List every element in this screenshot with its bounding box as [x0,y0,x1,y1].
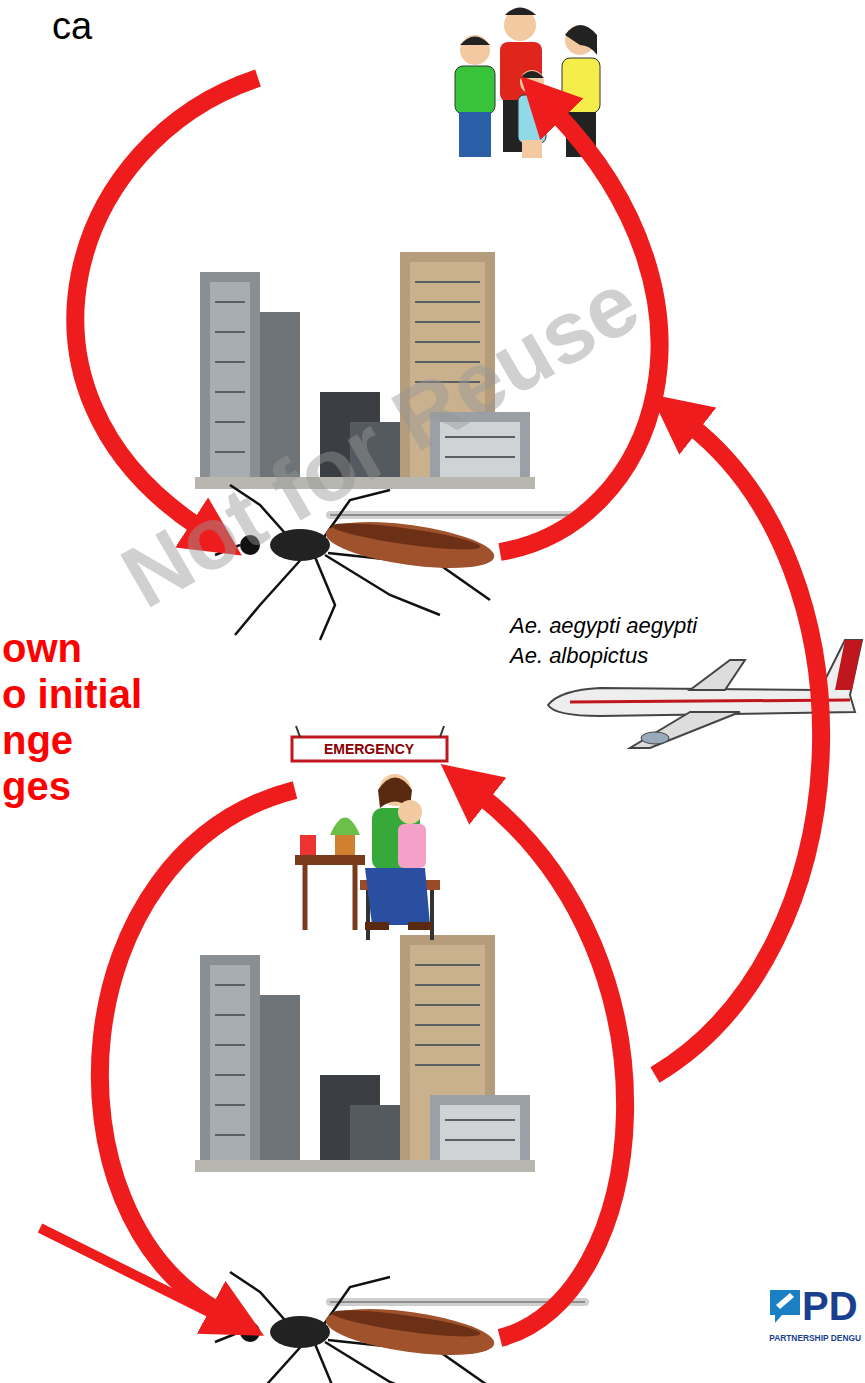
watermark: Not for Reuse [106,254,654,626]
slide-text: o initial [2,672,142,716]
slide-text-holder: nge [2,718,73,762]
city-buildings [195,935,535,1172]
species-name: Ae. aegypti aegypti [510,614,697,638]
species-name-holder: Ae. albopictus [510,644,648,668]
region-name: ca [52,6,92,48]
region-name-holder: ca [52,6,92,48]
logo-subtext: PARTNERSHIP DENGU [769,1334,861,1343]
logo-icon [770,1290,800,1323]
watermark-holder: Not for Reuse [106,254,654,626]
slide-text-holder: ges [2,764,71,808]
sign-text: EMERGENCY [324,742,414,757]
transmission-arrows [40,78,821,1338]
logo-text: PD [802,1284,858,1328]
sign-text-holder: EMERGENCY [324,740,414,758]
species-name: Ae. albopictus [510,644,648,668]
logo-text-holder: PD [802,1284,858,1328]
species-name-holder: Ae. aegypti aegypti [510,614,697,638]
slide-text-holder: o initial [2,672,142,716]
slide-text: ges [2,764,71,808]
slide-text: nge [2,718,73,762]
logo-subtext-holder: PARTNERSHIP DENGU [769,1327,861,1345]
emergency-scene [292,726,447,940]
slide-text: own [2,626,82,670]
slide-text-holder: own [2,626,82,670]
